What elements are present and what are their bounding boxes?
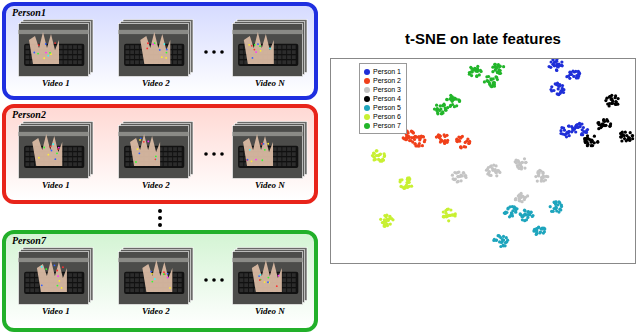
legend-swatch xyxy=(364,114,370,120)
legend-label: Person 6 xyxy=(373,113,401,120)
horizontal-ellipsis xyxy=(201,276,227,284)
legend-swatch xyxy=(364,96,370,102)
person-panel: Person7Video 1 Video 2 Video N xyxy=(2,230,318,332)
vertical-ellipsis xyxy=(150,206,170,230)
person-panel: Person1Video 1 Video 2 Video N xyxy=(2,2,318,100)
video-frames xyxy=(118,19,194,77)
video-label: Video 2 xyxy=(118,180,194,190)
chart-title: t-SNE on late features xyxy=(330,30,636,47)
video-label: Video 2 xyxy=(118,78,194,88)
person-label: Person7 xyxy=(12,235,46,246)
legend-entry: Person 6 xyxy=(364,112,401,121)
legend-swatch xyxy=(364,105,370,111)
legend-swatch xyxy=(364,87,370,93)
video-label: Video 1 xyxy=(18,306,94,316)
video-thumbnail: Video N xyxy=(232,247,308,316)
video-frames xyxy=(232,19,308,77)
video-label: Video N xyxy=(232,306,308,316)
legend-entry: Person 3 xyxy=(364,85,401,94)
legend-swatch xyxy=(364,78,370,84)
legend-label: Person 4 xyxy=(373,95,401,102)
video-label: Video 2 xyxy=(118,306,194,316)
video-frames xyxy=(232,121,308,179)
legend-label: Person 5 xyxy=(373,104,401,111)
video-label: Video N xyxy=(232,78,308,88)
video-label: Video 1 xyxy=(18,78,94,88)
scatter-plot-frame: Person 1 Person 2 Person 3 Person 4 Person 5… xyxy=(330,58,636,264)
video-thumbnail: Video 1 xyxy=(18,19,94,88)
legend-entry: Person 2 xyxy=(364,76,401,85)
legend-entry: Person 4 xyxy=(364,94,401,103)
video-frames xyxy=(18,247,94,305)
legend-entry: Person 1 xyxy=(364,67,401,76)
video-thumbnail: Video N xyxy=(232,19,308,88)
video-thumbnail: Video 2 xyxy=(118,19,194,88)
video-thumbnail: Video N xyxy=(232,121,308,190)
video-label: Video 1 xyxy=(18,180,94,190)
person-panel: Person2Video 1 Video 2 Video N xyxy=(2,104,318,204)
video-frames xyxy=(232,247,308,305)
video-thumbnail: Video 1 xyxy=(18,247,94,316)
legend-entry: Person 5 xyxy=(364,103,401,112)
legend-swatch xyxy=(364,69,370,75)
video-frames xyxy=(118,121,194,179)
video-frames xyxy=(118,247,194,305)
legend-label: Person 7 xyxy=(373,122,401,129)
legend-swatch xyxy=(364,123,370,129)
horizontal-ellipsis xyxy=(201,150,227,158)
video-frames xyxy=(18,19,94,77)
video-thumbnail: Video 1 xyxy=(18,121,94,190)
legend-entry: Person 7 xyxy=(364,121,401,130)
video-label: Video N xyxy=(232,180,308,190)
person-label: Person1 xyxy=(12,7,46,18)
legend-label: Person 2 xyxy=(373,77,401,84)
legend-label: Person 1 xyxy=(373,68,401,75)
person-label: Person2 xyxy=(12,109,46,120)
video-thumbnail: Video 2 xyxy=(118,121,194,190)
legend-box: Person 1 Person 2 Person 3 Person 4 Person 5… xyxy=(359,63,407,134)
video-frames xyxy=(18,121,94,179)
horizontal-ellipsis xyxy=(201,48,227,56)
legend-label: Person 3 xyxy=(373,86,401,93)
video-thumbnail: Video 2 xyxy=(118,247,194,316)
